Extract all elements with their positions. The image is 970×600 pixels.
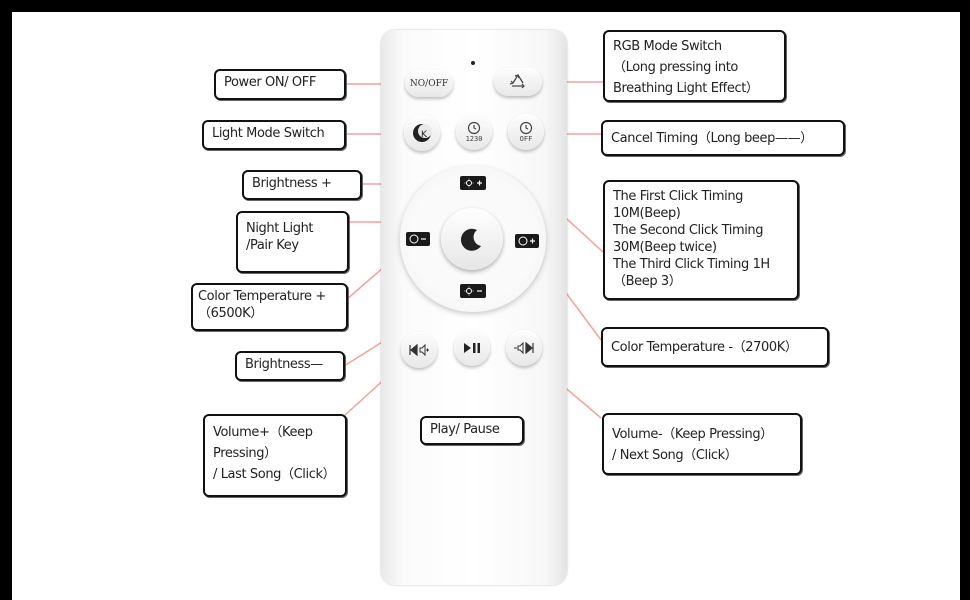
label-timing-line3: The Second Click Timing [613,223,764,238]
cancel-timer-button[interactable]: OFF [508,114,544,150]
k-minus-icon [409,234,426,244]
label-rgb-mode: RGB Mode Switch （Long pressing into Brea… [603,30,786,102]
label-rgb-mode-line3: Breathing Light Effect） [613,81,759,96]
label-timing-line5: The Third Click Timing 1H [613,257,770,272]
sun-minus-icon [464,286,482,296]
label-color-temp-minus-text: Color Temperature -（2700K） [611,340,798,355]
color-temp-plus-button[interactable] [406,232,430,246]
label-color-temp-minus: Color Temperature -（2700K） [601,327,829,367]
label-timing-line2: 10M(Beep) [613,206,681,221]
brightness-minus-button[interactable] [460,284,486,298]
label-brightness-plus-text: Brightness + [252,176,332,191]
label-play-pause: Play/ Pause [420,416,524,445]
color-temp-minus-button[interactable] [515,234,539,248]
brightness-plus-button[interactable] [460,176,486,190]
label-volume-plus-line3: / Last Song（Click） [213,467,336,482]
label-power-text: Power ON/ OFF [224,75,316,90]
label-color-temp-plus-line1: Color Temperature + [198,289,326,304]
label-night-light: Night Light /Pair Key [236,211,349,273]
label-cancel-timing: Cancel Timing（Long beep——） [601,120,845,156]
k-icon-letter: K [421,130,428,140]
play-pause-icon [464,343,480,353]
k-plus-icon [518,236,535,246]
next-volume-down-button[interactable] [506,330,542,366]
clock-icon [519,121,533,135]
label-cancel-timing-text: Cancel Timing（Long beep——） [611,131,813,146]
label-light-mode-text: Light Mode Switch [212,126,325,141]
label-volume-plus: Volume+（Keep Pressing） / Last Song（Click… [203,414,347,497]
label-volume-plus-line1: Volume+（Keep [213,425,313,440]
previous-volume-up-button[interactable] [401,332,437,368]
label-volume-minus-line1: Volume-（Keep Pressing） [612,427,773,442]
recycle-icon [509,74,525,89]
label-rgb-mode-line2: （Long pressing into [613,60,738,75]
previous-volume-plus-icon [409,343,429,357]
timer-off-label: OFF [519,135,533,143]
clock-icon [467,121,481,135]
label-timing-line6: （Beep 3） [613,274,682,289]
play-pause-button[interactable] [454,330,490,366]
night-light-button[interactable] [441,208,503,270]
label-night-light-line1: Night Light [246,221,314,236]
label-night-light-line2: /Pair Key [246,238,299,253]
power-button-label: NO/OFF [409,78,449,89]
timer-button[interactable]: 1230 [456,114,492,150]
indicator-light-dot [471,61,475,65]
power-button[interactable]: NO/OFF [405,70,453,97]
label-brightness-minus-text: Brightness— [245,357,323,372]
label-brightness-plus: Brightness + [242,170,362,200]
moon-stars-icon [460,228,481,251]
moon-k-icon: K [413,124,432,142]
label-play-pause-text: Play/ Pause [430,422,500,437]
label-light-mode: Light Mode Switch [202,120,346,150]
label-volume-minus-line2: / Next Song（Click） [612,448,738,463]
sun-plus-icon [464,178,482,188]
light-mode-button[interactable]: K [404,115,440,151]
label-color-temp-plus: Color Temperature + （6500K） [191,283,348,331]
label-timing-line1: The First Click Timing [613,189,744,204]
label-rgb-mode-line1: RGB Mode Switch [613,39,722,54]
label-power: Power ON/ OFF [214,69,346,100]
timer-1230-label: 1230 [465,135,483,143]
label-timing-line4: 30M(Beep twice) [613,240,717,255]
label-volume-plus-line2: Pressing） [213,446,277,461]
label-brightness-minus: Brightness— [235,351,345,381]
label-timing: The First Click Timing 10M(Beep) The Sec… [603,180,799,300]
label-color-temp-plus-line2: （6500K） [198,306,263,321]
rgb-mode-button[interactable] [494,68,542,96]
label-volume-minus: Volume-（Keep Pressing） / Next Song（Click… [602,413,802,475]
volume-minus-next-icon [514,341,534,355]
